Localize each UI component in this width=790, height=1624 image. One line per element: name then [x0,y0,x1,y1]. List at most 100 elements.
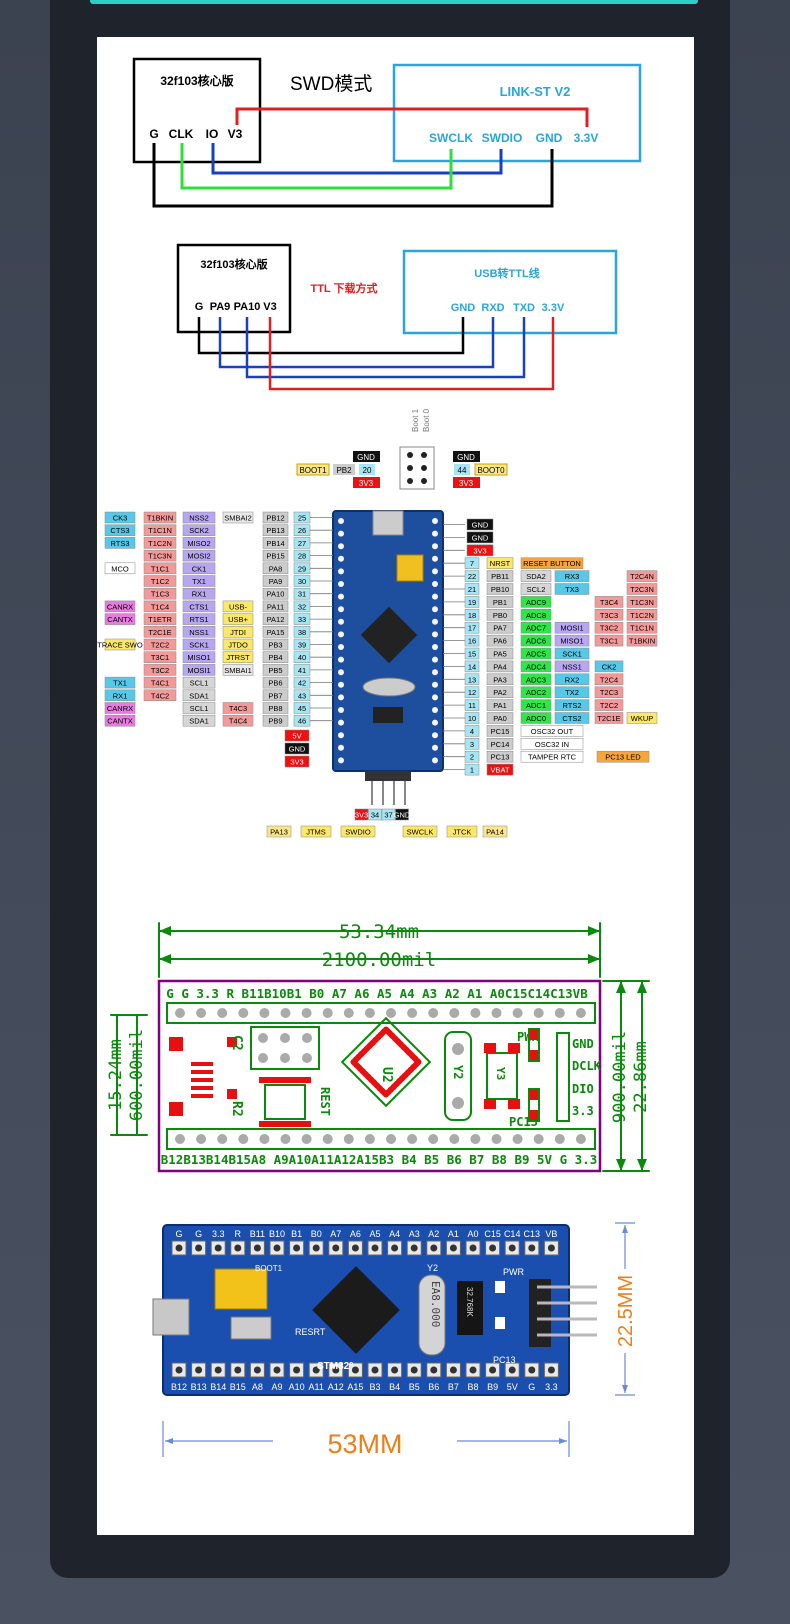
pin-right-alt-box [554,583,590,595]
pin-left-num: 39 [298,641,306,650]
pin-right-num-box [464,660,480,673]
swd-board-title: 32f103核心版 [160,73,233,88]
pin-left-alt: CANTX [107,717,132,726]
dim-height-mm: 22.86mm [631,1041,651,1113]
pin-left-alt-box [222,600,254,613]
pin-right-alt-box [520,609,552,621]
board-hole [432,656,438,663]
pb2-box [333,464,355,475]
pin-left-alt: T4C3 [229,704,247,713]
mark-dclk: DCLK [572,1059,602,1073]
pin-right-alt: T3C3 [600,611,618,620]
pin-right-alt: ADC0 [526,714,546,723]
pin-left-alt-box [143,524,177,536]
pin-left-name: PA12 [267,615,285,624]
pin-left-alt: CTS1 [189,602,208,611]
photo-bottom-label: G [528,1382,535,1392]
pin-left-alt: T3C1 [151,653,169,662]
pin-right-alt-box [594,673,624,686]
pin-right-alt-box [554,621,590,634]
pcb-hole-bottom [322,1134,333,1144]
pcb-hole-bottom [343,1134,354,1144]
pin-left-num: 32 [298,602,306,611]
mark-y2: Y2 [451,1065,465,1079]
pin-left-alt-box [182,562,216,575]
pin-bottom-label-box [402,825,438,838]
pin-left-name: PA10 [267,590,285,599]
pin-left-alt-box [222,511,254,524]
pin-bottom-label: JTCK [453,828,472,837]
swd-prog-gnd: GND [536,131,563,145]
pin-left-name-box [262,524,289,536]
pin-left-alt-box [104,524,136,536]
dim-inner-mm: 15.24mm [106,1039,126,1111]
pin-left-name-box [262,537,289,549]
pin-right-num: 16 [468,637,476,646]
pin-right-alt-box [594,609,624,621]
pcb-hole-top [512,1008,523,1018]
pin-left-name: PB12 [266,514,284,523]
pin-right-name-box [486,699,514,711]
pin-right-name-box [486,583,514,595]
mark-u2: U2 [379,1067,394,1083]
pin-right-name-box [466,531,494,544]
pin-left-alt: T2C2 [151,641,169,650]
pin-left-alt-box [104,676,136,689]
swd-section: 32f103核心版 SWD模式 G CLK IO V3 LINK-ST V2 S… [132,57,642,208]
board-hole [432,593,438,600]
board-hole [432,530,438,537]
pin-left-name-box [262,676,289,689]
photo-reset-button [230,1316,272,1340]
photo-top-label: A7 [330,1229,341,1239]
pin-left-power-box [284,729,310,742]
photo-bottom-label: B12 [171,1382,187,1392]
pin-right-name-box [486,647,514,660]
pin-right-alt: T3C1 [600,637,618,646]
pin-left-name: PB8 [268,704,282,713]
pin-left-alt-box [143,689,177,702]
pin-right-alt-box [520,660,552,673]
photo-top-label: C15 [484,1229,501,1239]
pin-left-alt: T1ETR [148,615,172,624]
photo-bottom-label: B14 [210,1382,226,1392]
pin-left-num: 28 [298,552,306,561]
pcb-hole-top [238,1008,249,1018]
pin-left-name: PA11 [267,602,284,611]
pin-bottom: 37 [384,811,392,820]
boot1-text: BOOT1 [299,466,327,475]
pin-right-alt: RESET BUTTON [523,559,581,568]
pin20-box [359,464,375,475]
pin-left-power: 3V3 [290,758,303,767]
pin-right-name-box [486,621,514,634]
photo-bottom-label: A10 [289,1382,305,1392]
pin-right-alt-box [520,750,584,763]
photo-bottom-label: 3.3 [545,1382,558,1392]
ttl-pin-pa10: PA10 [234,301,261,313]
dim-top-labels: G G 3.3 R B11B10B1 B0 A7 A6 A5 A4 A3 A2 … [166,986,588,1001]
pin-left-alt: T1C1N [148,526,172,535]
usb-pad-2 [169,1102,183,1116]
pin-right-num: 7 [470,559,474,568]
pin-left-alt-box [143,664,177,676]
pcb-hole-top [407,1008,418,1018]
photo-chip-brand: STM32° [317,1361,353,1372]
pin-left-name-box [262,549,289,562]
pin-right-name: PA2 [493,688,507,697]
board-hole [432,744,438,751]
pin-right-num: 13 [468,675,476,684]
pin-left-alt: T1BKIN [147,514,173,523]
pin-left-alt-box [182,651,216,663]
photo-top-label: A3 [409,1229,420,1239]
pin-bottom-box [395,808,409,821]
pin-right-alt-box [520,557,584,569]
pin-left-alt-box [182,638,216,651]
pin-left-name-box [262,562,289,575]
pin-right-alt-box [554,686,590,698]
pin-left-num: 43 [298,691,306,700]
pin-left-alt-box [182,524,216,536]
mcu-outline [340,1016,432,1108]
photo-crystal-text: EA8.000 [429,1281,442,1327]
pin-right-alt: T2C3 [600,688,618,697]
pin-left-alt-box [104,638,136,651]
